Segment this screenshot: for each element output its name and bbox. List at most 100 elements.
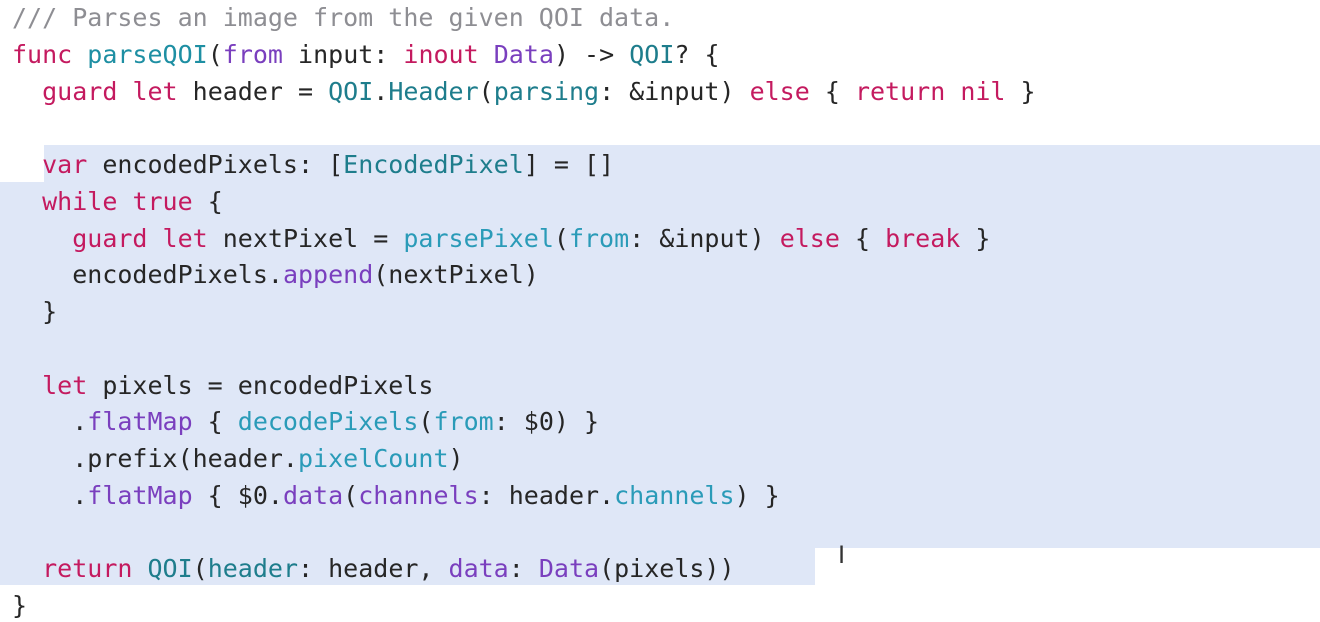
code-token: [479, 40, 494, 69]
code-token: header =: [177, 76, 329, 106]
code-token: parseQOI: [87, 39, 208, 69]
code-token: EncodedPixel: [343, 150, 524, 179]
code-line: encodedPixels.append(nextPixel): [12, 257, 539, 294]
code-token: from: [568, 223, 630, 253]
code-token: decodePixels: [237, 407, 419, 437]
code-token: ) }: [734, 480, 780, 510]
code-token: inout: [403, 39, 479, 69]
code-token: let: [132, 76, 178, 106]
code-line: guard let nextPixel = parsePixel(from: &…: [12, 221, 990, 258]
code-token: Data: [538, 554, 600, 584]
code-token: Data: [493, 39, 554, 69]
code-line: var encodedPixels: [EncodedPixel] = []: [12, 147, 614, 184]
code-token: else: [779, 223, 840, 253]
code-token: append: [282, 260, 374, 290]
code-token: break: [885, 223, 961, 253]
code-line: return QOI(header: header, data: Data(pi…: [12, 551, 735, 588]
code-token: data: [448, 554, 509, 584]
code-token: QOI: [147, 554, 193, 584]
code-token: {: [192, 407, 238, 437]
code-token: (: [343, 480, 359, 510]
code-line: let pixels = encodedPixels: [12, 368, 433, 405]
code-token: true: [132, 186, 193, 216]
code-token: func: [12, 39, 73, 69]
code-token: [117, 77, 132, 106]
code-token: (: [418, 407, 434, 437]
code-token: : &input): [629, 223, 780, 253]
code-line: while true {: [12, 184, 223, 221]
code-token: [147, 224, 162, 253]
code-token: return: [854, 76, 946, 106]
code-token: (: [207, 39, 223, 69]
code-token: (: [478, 76, 494, 106]
code-token: [72, 40, 87, 69]
code-token: [12, 150, 42, 179]
code-token: .: [12, 407, 88, 437]
code-token: .prefix(header.: [12, 444, 298, 473]
code-token: var: [42, 150, 88, 179]
code-token: (pixels)): [599, 554, 735, 584]
code-token: {: [809, 76, 855, 106]
code-token: guard: [72, 223, 148, 253]
code-line: }: [12, 294, 57, 331]
code-token: :: [508, 554, 539, 584]
code-token: [132, 554, 147, 583]
code-token: : header,: [298, 554, 449, 584]
code-token: encodedPixels: [: [87, 150, 344, 179]
code-token: channels: [358, 480, 479, 510]
code-token: [12, 77, 42, 106]
code-token: ] = []: [523, 150, 615, 179]
code-token: pixelCount: [297, 444, 449, 473]
code-token: }: [1005, 76, 1036, 106]
code-token: (nextPixel): [373, 260, 539, 290]
code-token: }: [12, 297, 58, 326]
code-token: (: [192, 554, 208, 584]
code-token: ): [448, 444, 464, 473]
code-line: }: [12, 588, 27, 622]
code-token: [945, 77, 960, 106]
code-line: .flatMap { $0.data(channels: header.chan…: [12, 478, 780, 515]
code-token: (: [553, 223, 569, 253]
code-token: nil: [960, 76, 1006, 106]
code-token: }: [960, 223, 991, 253]
code-token: {: [839, 223, 886, 253]
code-token: [12, 371, 42, 400]
code-token: channels: [614, 480, 735, 510]
code-token: }: [12, 591, 28, 620]
code-token: data: [282, 480, 344, 510]
code-token: .: [12, 480, 88, 510]
code-token: pixels = encodedPixels: [87, 370, 434, 400]
selection-highlight: [0, 547, 815, 585]
code-token: : &input): [599, 76, 750, 106]
code-token: ) ->: [553, 39, 630, 69]
code-token: [12, 224, 72, 253]
code-token: parsing: [493, 76, 600, 106]
code-token: : header.: [478, 480, 615, 510]
code-token: encodedPixels.: [12, 260, 283, 290]
code-token: QOI: [629, 39, 675, 69]
code-line: guard let header = QOI.Header(parsing: &…: [12, 74, 1036, 111]
selection-highlight: [0, 182, 1320, 548]
code-token: flatMap: [87, 407, 193, 437]
code-token: ? {: [674, 39, 720, 69]
code-token: : $0) }: [493, 407, 600, 437]
code-token: guard: [42, 76, 118, 106]
code-token: nextPixel =: [207, 223, 404, 253]
code-line: func parseQOI(from input: inout Data) ->…: [12, 37, 720, 74]
code-token: else: [749, 76, 810, 106]
code-line: /// Parses an image from the given QOI d…: [12, 0, 674, 37]
code-token: from: [433, 407, 494, 437]
code-token: let: [162, 223, 208, 253]
code-token: header: [207, 554, 299, 584]
selection-highlight: [44, 145, 1320, 183]
code-token: /// Parses an image from the given QOI d…: [12, 3, 675, 32]
code-token: [117, 187, 132, 216]
code-token: while: [42, 186, 118, 216]
code-token: parsePixel: [403, 223, 554, 253]
code-token: let: [42, 370, 88, 400]
code-token: {: [192, 186, 223, 216]
text-cursor-icon: I: [838, 541, 846, 569]
code-token: input:: [282, 39, 404, 69]
code-token: from: [222, 39, 283, 69]
